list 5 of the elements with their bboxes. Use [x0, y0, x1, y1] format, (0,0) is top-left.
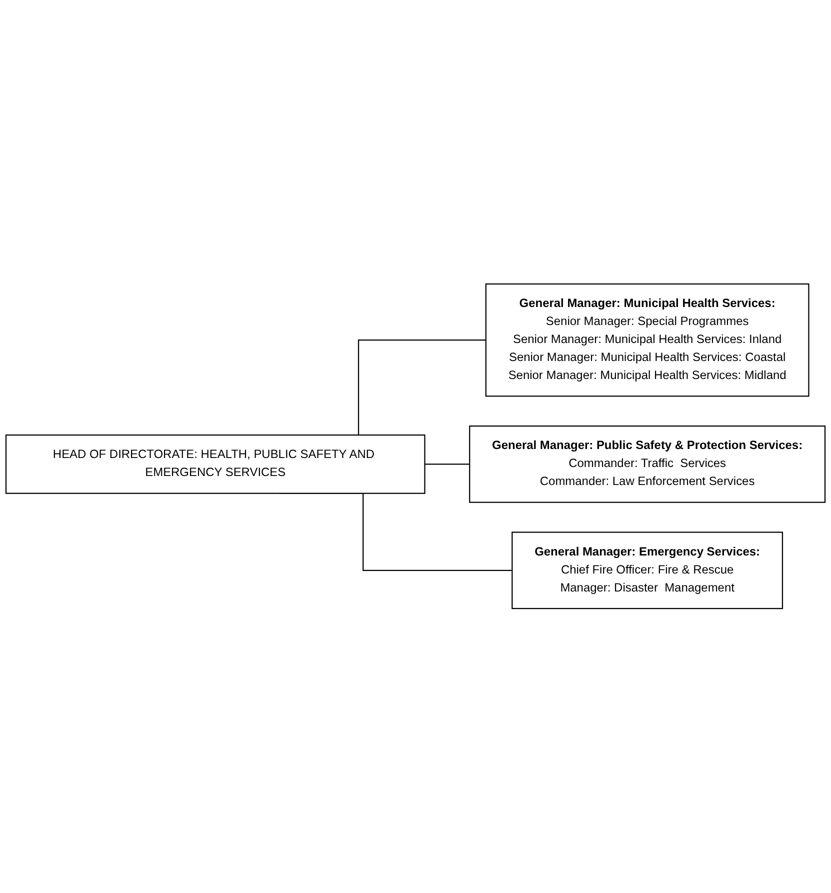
connector	[424, 464, 470, 465]
node-box: General Manager: Emergency Services: Chief Fire Officer: Fire & Rescue Manager: Disaster Management	[512, 532, 784, 610]
node-box: General Manager: Public Safety & Protection Services: Commander: Traffic Services Commander: Law Enforcement Services	[469, 426, 826, 504]
node-box: General Manager: Municipal Health Services: Senior Manager: Special Programmes Senior Manager: Municipal Health Services: Inland Senior Manager: Municipal Health Services: Coastal Senior Manager: Municipal Health Services: Midland	[485, 284, 810, 397]
node-box: HEAD OF DIRECTORATE: HEALTH, PUBLIC SAFETY AND EMERGENCY SERVICES	[5, 434, 426, 494]
